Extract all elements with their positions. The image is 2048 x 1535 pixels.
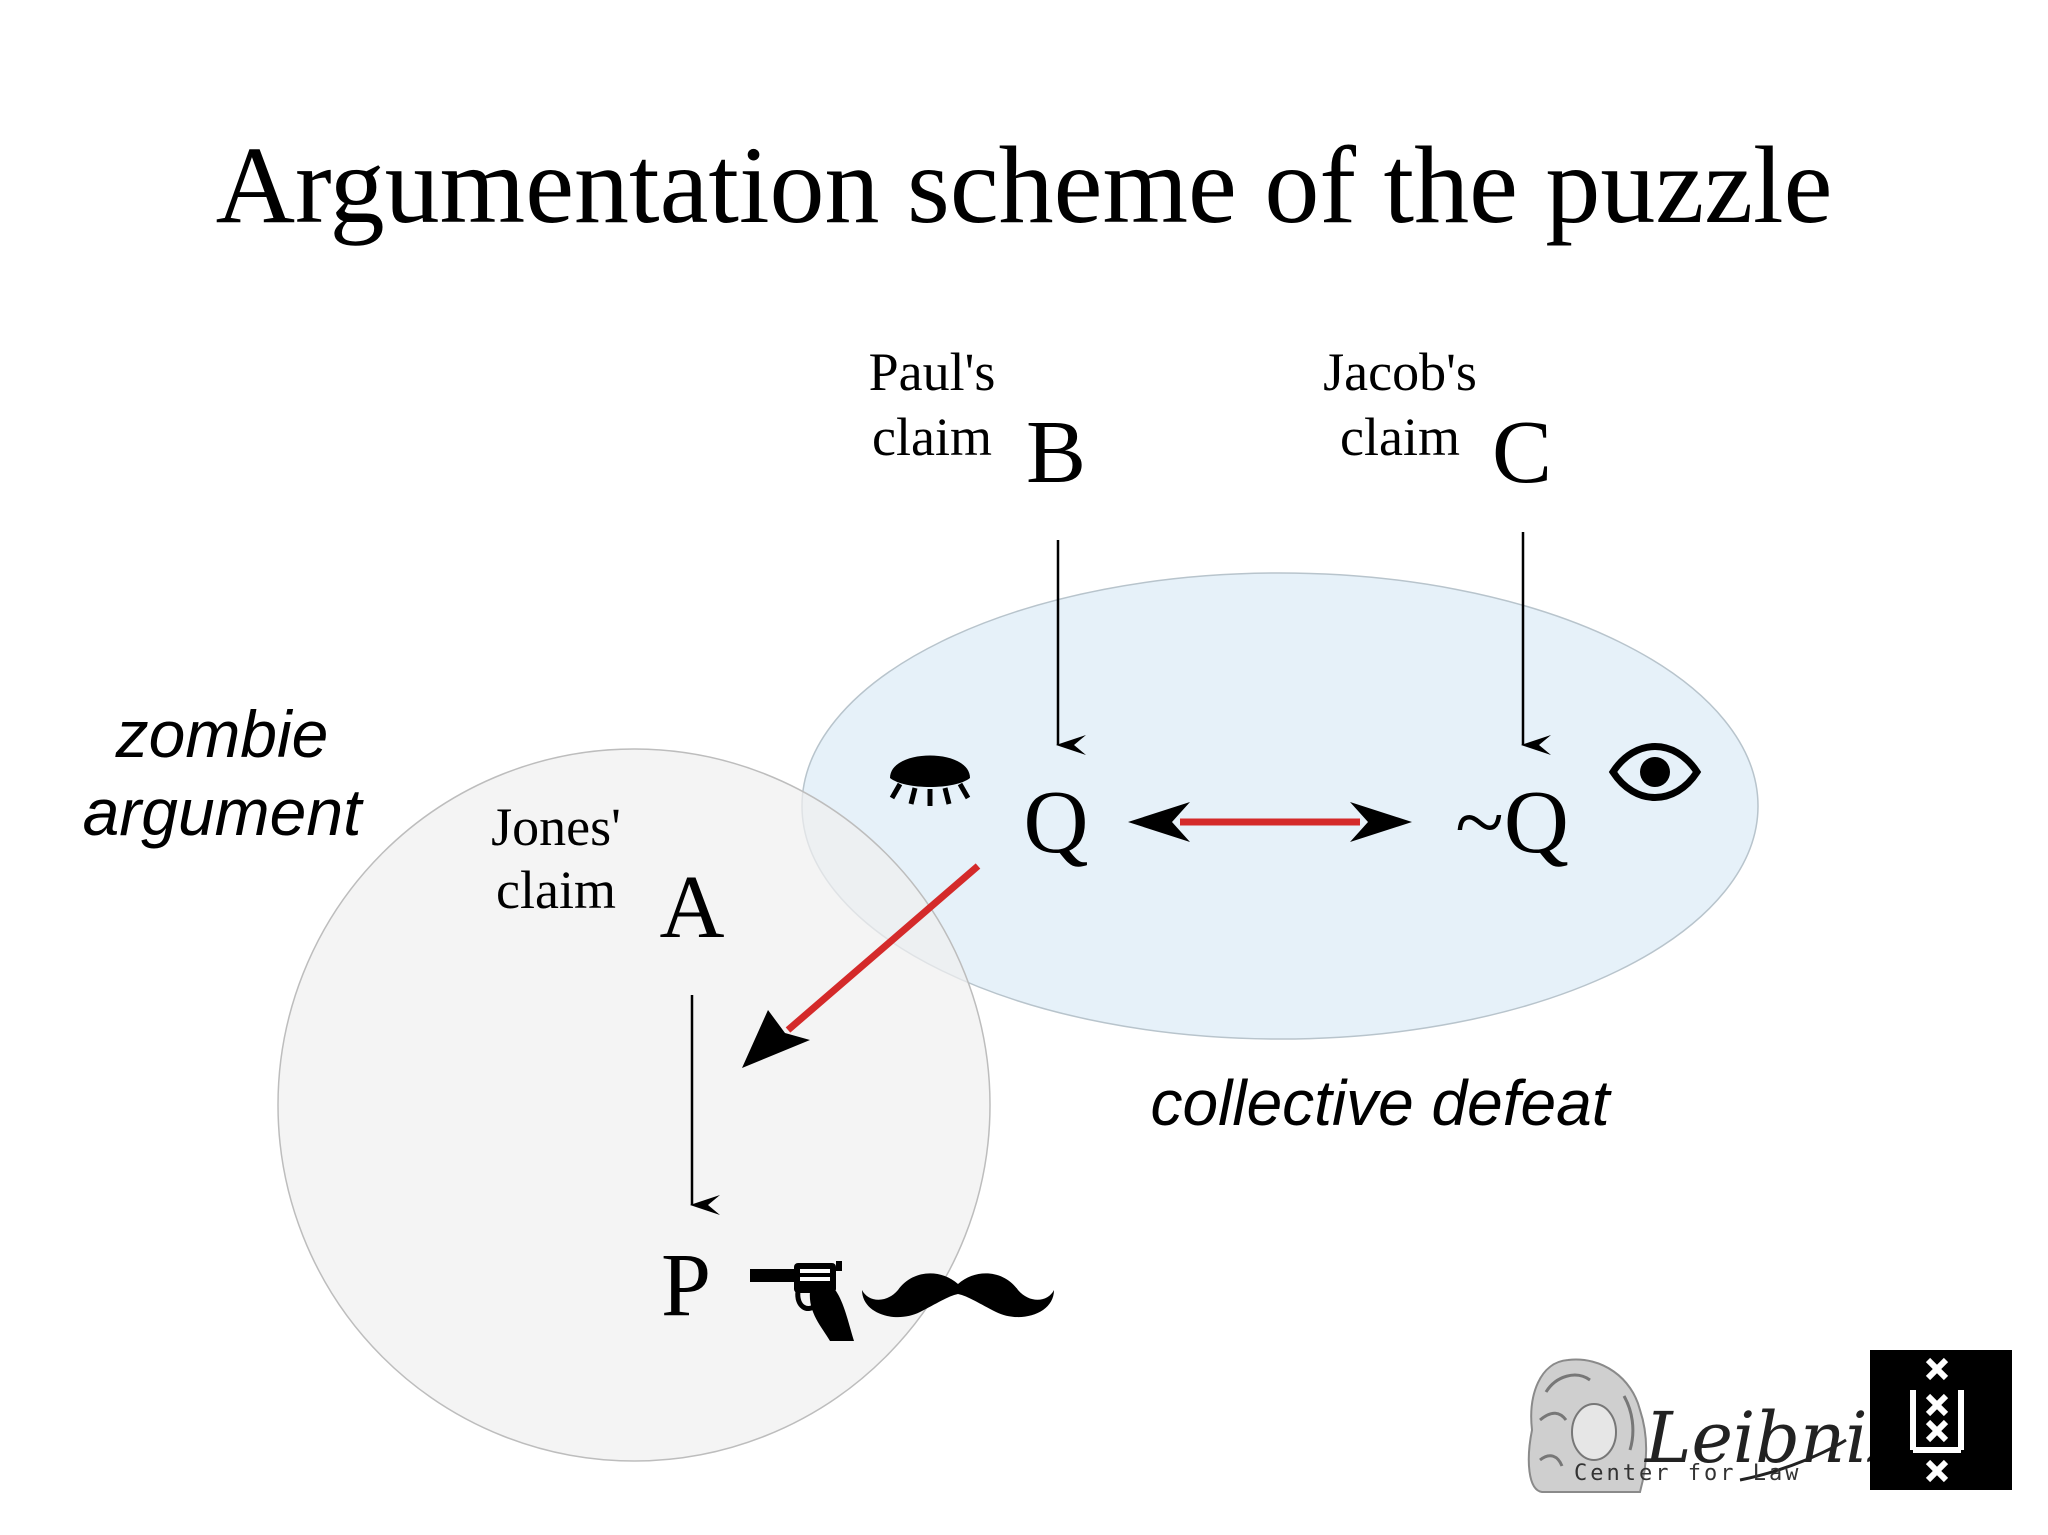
argument-label: argument bbox=[83, 775, 364, 849]
revolver-icon bbox=[750, 1261, 854, 1341]
leibniz-subtitle-text: Center for Law bbox=[1574, 1461, 1801, 1486]
zombie-argument-region bbox=[277, 748, 991, 1462]
jacob-owner-label: Jacob's bbox=[1323, 342, 1477, 402]
jones-claim-label: claim bbox=[496, 860, 616, 920]
node-b: B bbox=[1026, 403, 1086, 502]
jones-owner-label: Jones' bbox=[491, 797, 621, 857]
open-eye-icon bbox=[1608, 743, 1702, 801]
paul-owner-label: Paul's bbox=[869, 342, 996, 402]
leibniz-script-text: Leibniz bbox=[1643, 1397, 1906, 1479]
jacob-claim-label: claim bbox=[1340, 407, 1460, 467]
node-p: P bbox=[661, 1236, 711, 1335]
slide-title: Argumentation scheme of the puzzle bbox=[216, 124, 1833, 246]
leibniz-logo: Leibniz Center for Law bbox=[1527, 1358, 1906, 1493]
zombie-label: zombie bbox=[115, 697, 329, 771]
node-q: Q bbox=[1024, 773, 1089, 872]
collective-defeat-label: collective defeat bbox=[1151, 1067, 1612, 1139]
closed-eye-icon bbox=[889, 755, 971, 806]
node-not-q: ~Q bbox=[1455, 773, 1569, 872]
mustache-icon bbox=[862, 1273, 1054, 1318]
mutual-attack-arrow bbox=[1128, 802, 1412, 842]
node-c: C bbox=[1492, 403, 1552, 502]
paul-claim-label: claim bbox=[872, 407, 992, 467]
node-a: A bbox=[660, 858, 725, 957]
attack-arrow-q-on-support bbox=[742, 863, 981, 1068]
uva-logo bbox=[1870, 1350, 2012, 1490]
